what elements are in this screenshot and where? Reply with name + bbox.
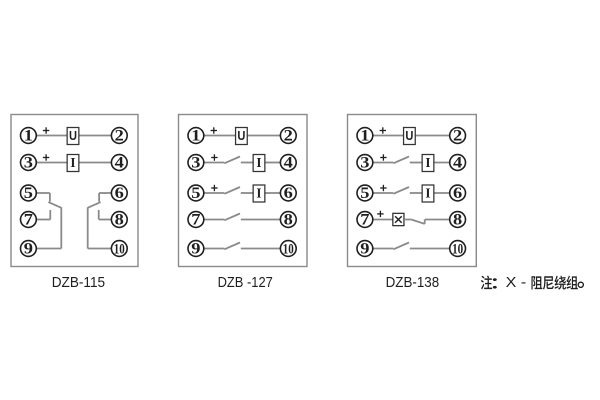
svg-text:2: 2 <box>115 128 124 145</box>
svg-text:9: 9 <box>360 241 369 258</box>
svg-text:5: 5 <box>191 185 200 202</box>
svg-text:I: I <box>256 185 261 200</box>
svg-text:2: 2 <box>284 128 293 145</box>
svg-text:6: 6 <box>453 185 462 202</box>
svg-text:DZB-138: DZB-138 <box>386 274 440 291</box>
svg-text:9: 9 <box>191 241 200 258</box>
svg-text:1: 1 <box>360 128 369 145</box>
svg-text:4: 4 <box>284 155 293 172</box>
svg-text:7: 7 <box>360 212 369 229</box>
svg-text:U: U <box>69 128 77 143</box>
svg-text:DZB-115: DZB-115 <box>52 274 105 291</box>
svg-text:9: 9 <box>24 241 33 258</box>
svg-text:I: I <box>425 185 430 200</box>
svg-text:7: 7 <box>24 212 33 229</box>
svg-text:1: 1 <box>24 128 33 145</box>
svg-text:3: 3 <box>191 155 200 172</box>
svg-text:3: 3 <box>360 155 369 172</box>
svg-text:10: 10 <box>114 241 125 257</box>
svg-text:1: 1 <box>191 128 200 145</box>
svg-text:2: 2 <box>453 128 462 145</box>
svg-text:U: U <box>237 128 245 143</box>
svg-text:7: 7 <box>191 212 200 229</box>
svg-text:8: 8 <box>453 212 462 229</box>
svg-text:3: 3 <box>24 155 33 172</box>
svg-text:8: 8 <box>284 212 293 229</box>
svg-text:I: I <box>70 155 75 170</box>
svg-text:U: U <box>405 128 413 143</box>
svg-text:4: 4 <box>115 155 124 172</box>
svg-text:8: 8 <box>115 212 124 229</box>
svg-text:X -: X - <box>506 274 527 291</box>
svg-text:I: I <box>425 155 430 170</box>
svg-text:10: 10 <box>452 241 463 257</box>
svg-text:10: 10 <box>283 241 294 257</box>
svg-text:4: 4 <box>453 155 462 172</box>
svg-text:I: I <box>256 155 261 170</box>
svg-text:5: 5 <box>360 185 369 202</box>
svg-text:DZB -127: DZB -127 <box>218 274 273 291</box>
svg-text:6: 6 <box>115 185 124 202</box>
svg-text:6: 6 <box>284 185 293 202</box>
svg-text:5: 5 <box>24 185 33 202</box>
